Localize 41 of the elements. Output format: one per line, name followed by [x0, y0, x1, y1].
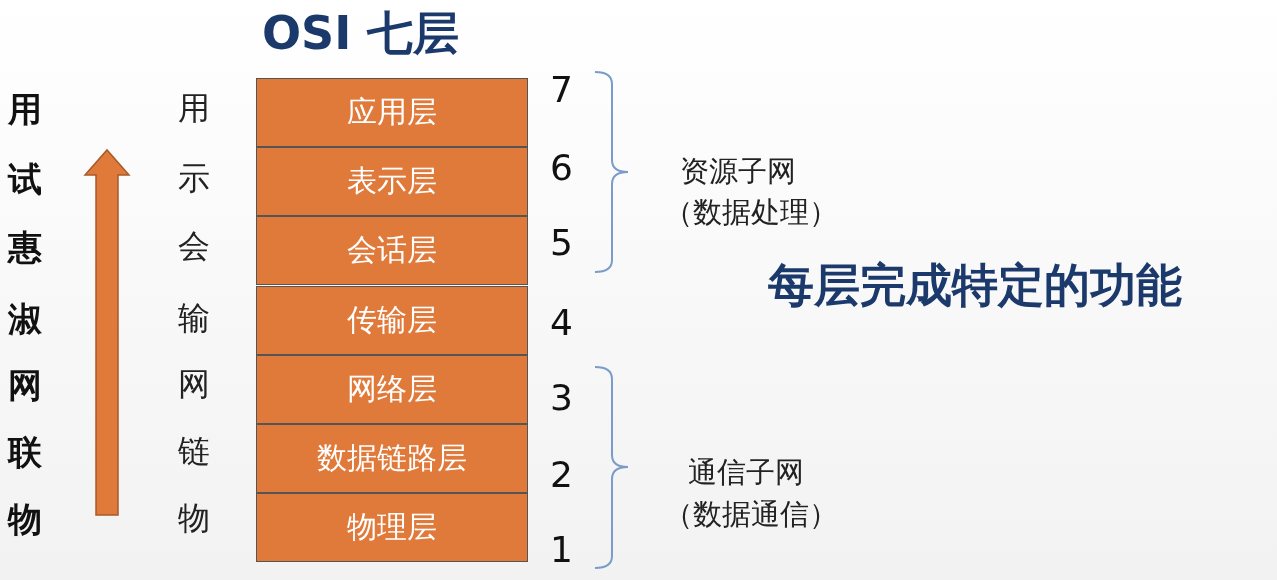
mnemonic-char: 试 — [8, 162, 42, 196]
layer-number: 4 — [550, 305, 573, 341]
layer-box — [256, 493, 528, 562]
layer-number: 7 — [550, 72, 573, 108]
layer-box — [256, 147, 528, 216]
layer-abbrev: 用 — [178, 92, 210, 124]
layer-name: 数据链路层 — [317, 439, 467, 477]
layer-name: 网络层 — [347, 370, 437, 408]
layer-number: 6 — [550, 150, 573, 186]
layer-abbrev: 会 — [178, 230, 210, 262]
layer-name: 应用层 — [347, 93, 437, 131]
subnet-label: （数据处理） — [664, 198, 838, 227]
layer-name: 物理层 — [347, 508, 437, 546]
mnemonic-char: 网 — [8, 368, 42, 402]
layer-name: 传输层 — [347, 301, 437, 339]
layer-name: 表示层 — [347, 162, 437, 200]
subnet-label: 通信子网 — [688, 458, 804, 487]
layer-box — [256, 78, 528, 147]
title: OSI 七层 — [262, 10, 460, 56]
mnemonic-char: 物 — [8, 502, 42, 536]
layer-abbrev: 输 — [178, 302, 210, 334]
mnemonic-char: 用 — [8, 92, 42, 126]
layer-number: 3 — [550, 380, 573, 416]
layer-number: 1 — [550, 532, 573, 568]
layer-abbrev: 链 — [178, 435, 210, 467]
layer-number: 2 — [550, 457, 573, 493]
layer-abbrev: 示 — [178, 162, 210, 194]
mnemonic-char: 惠 — [8, 230, 42, 264]
subnet-label: （数据通信） — [664, 500, 838, 529]
layer-number: 5 — [550, 225, 573, 261]
layer-box — [256, 286, 528, 355]
layer-box — [256, 424, 528, 493]
layer-name: 会话层 — [347, 231, 437, 269]
layer-box — [256, 355, 528, 424]
subnet-label: 资源子网 — [680, 157, 796, 186]
mnemonic-char: 淑 — [8, 302, 42, 336]
note-text: 每层完成特定的功能 — [768, 262, 1182, 308]
layer-box — [256, 216, 528, 285]
mnemonic-char: 联 — [8, 435, 42, 469]
layer-abbrev: 物 — [178, 502, 210, 534]
layer-abbrev: 网 — [178, 368, 210, 400]
